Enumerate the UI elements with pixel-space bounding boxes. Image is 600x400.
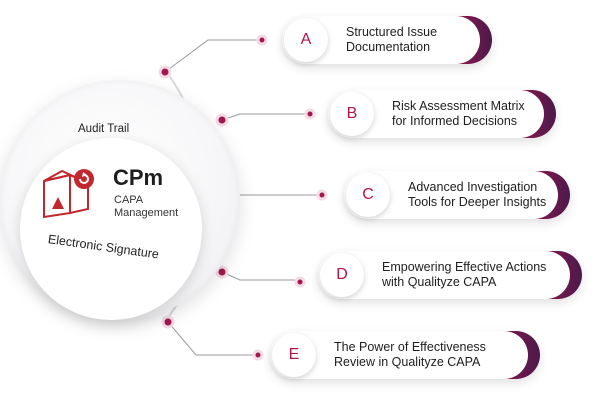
node-dot <box>256 34 268 46</box>
node-dot <box>316 189 328 201</box>
audit-trail-label: Audit Trail <box>78 123 130 135</box>
hub-inner-disc <box>20 138 202 320</box>
logo-title: CPm <box>113 165 164 190</box>
item-badge: A <box>284 18 328 62</box>
node-dot <box>158 65 172 79</box>
item-text: Structured Issue Documentation <box>346 25 437 55</box>
connector-b <box>221 113 310 121</box>
connector-a <box>164 39 262 73</box>
item-line1: Advanced Investigation <box>408 180 538 194</box>
node-dot <box>215 265 229 279</box>
node-dot <box>215 113 229 127</box>
item-line2: Review in Qualityze CAPA <box>334 355 481 369</box>
item-e: E The Power of Effectiveness Review in Q… <box>270 331 540 379</box>
item-text: Risk Assessment Matrix for Informed Deci… <box>392 99 525 129</box>
item-line1: Risk Assessment Matrix <box>392 99 525 113</box>
item-text: Empowering Effective Actions with Qualit… <box>382 260 546 290</box>
node-dot <box>161 315 175 329</box>
node-dot <box>252 349 264 361</box>
item-d: D Empowering Effective Actions with Qual… <box>318 251 582 299</box>
item-b: B Risk Assessment Matrix for Informed De… <box>328 90 556 138</box>
item-line2: for Informed Decisions <box>392 114 518 128</box>
item-badge: C <box>346 173 390 217</box>
item-line1: The Power of Effectiveness <box>334 340 486 354</box>
logo-subtitle-line2: Management <box>114 207 179 219</box>
item-text: Advanced Investigation Tools for Deeper … <box>408 180 546 210</box>
node-dot <box>294 276 306 288</box>
item-line2: Tools for Deeper Insights <box>408 195 547 209</box>
connector-e <box>167 321 258 356</box>
connector-d <box>221 271 300 281</box>
item-badge: D <box>320 253 364 297</box>
item-line2: Documentation <box>346 40 431 54</box>
item-c: C Advanced Investigation Tools for Deepe… <box>344 171 570 219</box>
logo-subtitle-line1: CAPA <box>114 194 144 206</box>
item-line1: Empowering Effective Actions <box>382 260 547 274</box>
item-line2: with Qualityze CAPA <box>382 275 497 289</box>
item-badge: B <box>330 92 374 136</box>
item-a: A Structured Issue Documentation <box>282 16 492 64</box>
red-cube-icon <box>43 169 94 219</box>
node-dot <box>304 108 316 120</box>
item-badge: E <box>272 333 316 377</box>
item-line1: Structured Issue <box>346 25 438 39</box>
item-text: The Power of Effectiveness Review in Qua… <box>334 340 486 370</box>
